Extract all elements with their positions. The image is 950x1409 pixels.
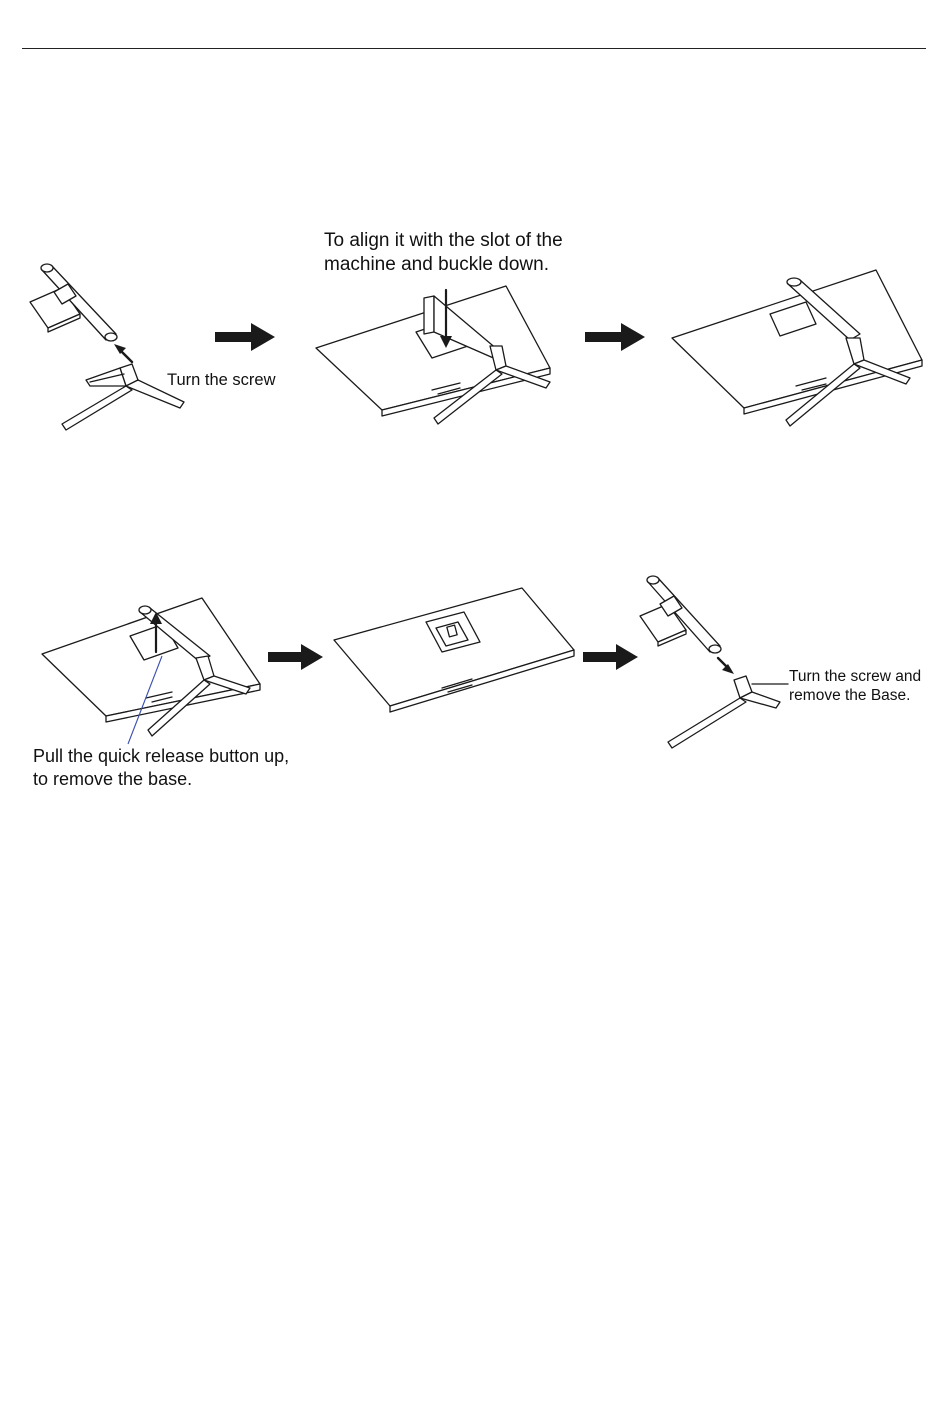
- figure-remove-base: [638, 576, 788, 752]
- label-pull-release-button: Pull the quick release button up, to rem…: [33, 745, 289, 790]
- next-step-arrow-1: [215, 323, 275, 351]
- next-step-arrow-2: [585, 323, 645, 351]
- label-turn-the-screw: Turn the screw: [167, 370, 276, 391]
- label-align-line-1: To align it with the slot of the: [324, 229, 563, 253]
- label-turn-screw-remove-base: Turn the screw and remove the Base.: [789, 668, 921, 705]
- label-align-with-slot: To align it with the slot of the machine…: [324, 229, 563, 277]
- label-remove-line-1: Turn the screw and: [789, 668, 921, 687]
- figure-monitor-back: [332, 588, 577, 718]
- label-align-line-2: machine and buckle down.: [324, 253, 563, 277]
- label-remove-line-2: remove the Base.: [789, 687, 921, 706]
- figure-attach-bracket: [314, 284, 554, 429]
- figure-stand-attached: [670, 268, 926, 433]
- figure-stand-parts: [28, 262, 198, 442]
- label-pull-line-1: Pull the quick release button up,: [33, 745, 289, 768]
- label-pull-line-2: to remove the base.: [33, 768, 289, 791]
- next-step-arrow-4: [583, 644, 638, 670]
- next-step-arrow-3: [268, 644, 323, 670]
- header-rule: [22, 48, 926, 49]
- figure-pull-release: [40, 598, 270, 748]
